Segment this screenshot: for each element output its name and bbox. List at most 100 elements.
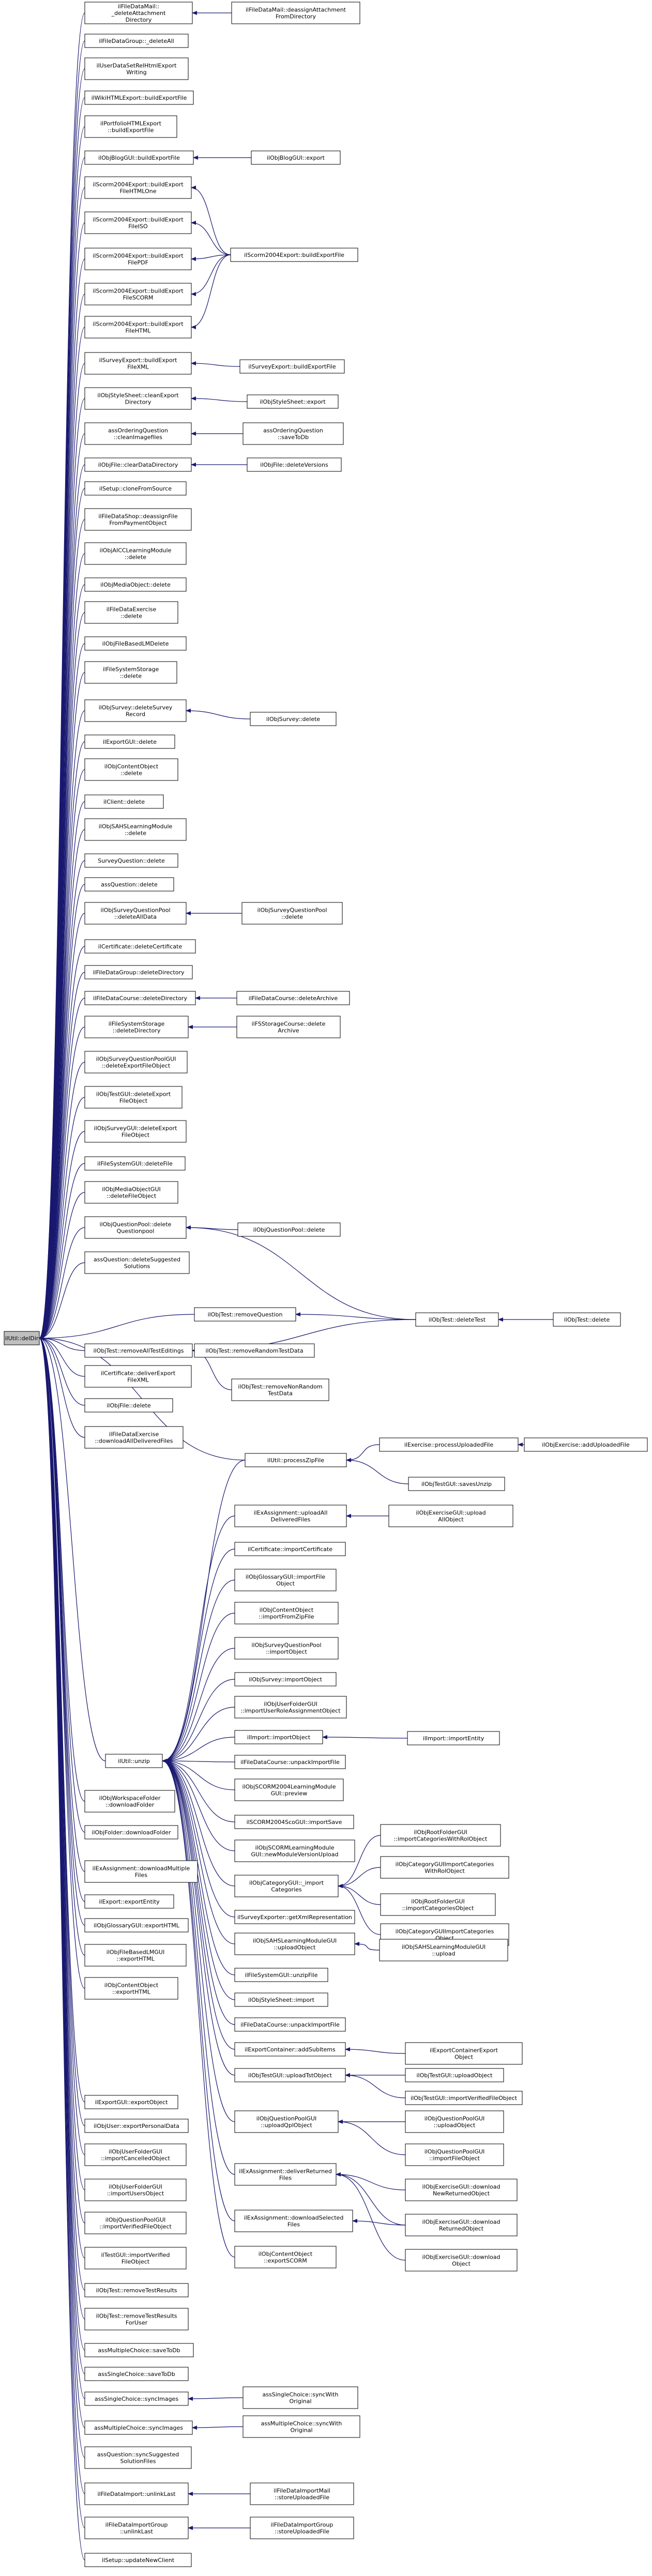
node-amc-sync[interactable]: assMultipleChoice::syncImages [84,2420,193,2435]
node-export-obj[interactable]: ilExportGUI::exportObject [84,2095,178,2109]
node-sq-del[interactable]: SurveyQuestion::delete [84,853,178,868]
node-fss-deldir[interactable]: ilFileSystemStorage::deleteDirectory [84,1016,189,1038]
node-amc-save[interactable]: assMultipleChoice::saveToDb [84,2343,194,2357]
node-test-deltest[interactable]: ilObjTest::deleteTest [415,1312,499,1327]
node-test-saves[interactable]: ilObjTestGUI::savesUnzip [408,1477,505,1491]
node-uf-cancel[interactable]: ilObjUserFolderGUI::importCancelledObjec… [84,2143,187,2166]
node-fss-del[interactable]: ilFileSystemStorage::delete [84,661,177,684]
node-uf-users[interactable]: ilObjUserFolderGUI::importUsersObject [84,2179,187,2201]
node-fdig-store[interactable]: ilFileDataImportGroup::storeUploadedFile [250,2517,354,2539]
node-file-clear[interactable]: ilObjFile::clearDataDirectory [84,457,192,472]
node-sahs-upload[interactable]: ilObjSAHSLearningModuleGUI::uploadObject [234,1933,355,1955]
node-fde-dl[interactable]: ilFileDataExercise::downloadAllDelivered… [84,1426,184,1449]
node-fdm-dad[interactable]: ilFileDataMail::deassignAttachmentFromDi… [231,2,360,24]
node-sahs-gui-upload[interactable]: ilObjSAHSLearningModuleGUI::upload [379,1939,508,1961]
node-sqp-del-data[interactable]: ilObjSurveyQuestionPool::deleteAllData [84,902,187,925]
node-portfolio[interactable]: ilPortfolioHTMLExport::buildExportFile [84,115,177,138]
node-sqpgui-del[interactable]: ilObjSurveyQuestionPoolGUI::deleteExport… [84,1051,188,1074]
node-ordering-clean[interactable]: assOrderingQuestion::cleanImagefiles [84,422,192,445]
node-sqpgui-import[interactable]: ilObjSurveyQuestionPool::importObject [234,1637,339,1660]
node-root-import[interactable]: ilObjRootFolderGUI::importCategoriesObje… [380,1893,496,1916]
node-blog-gui-bef[interactable]: ilObjBlogGUI::buildExportFile [84,150,194,165]
node-client-del[interactable]: ilClient::delete [84,794,164,809]
node-test-removeall[interactable]: ilObjTest::removeAllTestEditings [84,1343,193,1358]
node-qpgui-upload[interactable]: ilObjQuestionPoolGUI::uploadQplObject [234,2110,339,2133]
node-setup-client[interactable]: ilSetup::updateNewClient [84,2553,192,2567]
node-cat-import-w[interactable]: ilObjCategoryGUIImportCategoriesWithRolO… [380,1856,509,1879]
node-asc-sync[interactable]: assSingleChoice::syncImages [84,2391,189,2406]
node-scorm-upload[interactable]: ilObjSCORMLearningModuleGUI::newModuleVe… [234,1839,355,1862]
node-testgui-upload[interactable]: ilObjTestGUI::uploadTstObject [234,2068,346,2082]
node-util-unzip-main[interactable]: ilUtil::unzip [105,1754,163,1768]
node-fdi-unlink[interactable]: ilFileDataImport::unlinkLast [84,2482,189,2505]
node-fsgui-del[interactable]: ilFileSystemGUI::deleteFile [84,1156,186,1171]
node-fdc-unpack[interactable]: ilFileDataCourse::unpackImportFile [234,1755,346,1769]
node-export-entity[interactable]: ilExport::exportEntity [84,1894,174,1909]
node-test-del[interactable]: ilObjTest::delete [553,1312,621,1327]
node-exgui-newret[interactable]: ilObjExerciseGUI::downloadNewReturnedObj… [405,2179,518,2201]
node-s2004-save[interactable]: ilSCORM2004ScoGUI::importSave [234,1815,354,1829]
node-fdim-store[interactable]: ilFileDataImportMail::storeUploadedFile [250,2482,354,2505]
node-style-import[interactable]: ilObjStyleSheet::import [234,1992,328,2007]
node-fdg-da[interactable]: ilFileDataGroup::_deleteAll [84,34,189,48]
node-test-removeq[interactable]: ilObjTest::removeQuestion [194,1307,296,1322]
node-style-export[interactable]: ilObjStyleSheet::export [247,394,339,409]
node-test-removerand[interactable]: ilObjTest::removeRandomTestData [194,1343,315,1358]
node-hacp-del[interactable]: ilObjSAHSLearningModule::delete [84,818,187,841]
node-test-results[interactable]: ilObjTest::removeTestResults [84,2283,189,2297]
node-glo-import[interactable]: ilObjGlossaryGUI::importFileObject [234,1569,337,1591]
node-cogui-html[interactable]: ilObjContentObject::exportHTML [84,1977,178,2000]
node-fsc-delarch[interactable]: ilFSStorageCourse::deleteArchive [236,1016,341,1038]
node-mogui-del[interactable]: ilObjMediaObjectGUI::deleteFileObject [84,1181,178,1204]
node-testgui-del[interactable]: ilObjTestGUI::deleteExportFileObject [84,1086,183,1109]
node-cogui-scorm[interactable]: ilObjContentObject::exportSCORM [234,2246,337,2268]
node-survey-import[interactable]: ilObjSurvey::importObject [234,1672,337,1686]
node-qpgui-importfile[interactable]: ilObjQuestionPoolGUI::importFileObject [405,2143,504,2166]
node-uf-import[interactable]: ilObjUserFolderGUI::importUserRoleAssign… [234,1696,347,1719]
node-fdc-deldir[interactable]: ilFileDataCourse::deleteDirectory [84,991,196,1005]
node-ie-import[interactable]: ilImport::importObject [234,1730,323,1744]
node-sg-xml[interactable]: ilSurveyExporter::getXmlRepresentation [234,1910,355,1924]
node-cat-import[interactable]: ilObjCategoryGUI::_importCategories [234,1875,339,1897]
node-ec-add[interactable]: ilExportContainer::addSubItems [234,2042,346,2057]
node-asc-save[interactable]: assSingleChoice::saveToDb [84,2367,189,2381]
node-file-delver[interactable]: ilObjFile::deleteVersions [247,457,342,472]
node-folder-dl[interactable]: ilObjFolder::downloadFolder [84,1825,178,1839]
node-cert-del[interactable]: ilCertificate::deleteCertificate [84,939,196,954]
node-glo-html[interactable]: ilObjGlossaryGUI::exportHTML [84,1918,189,1933]
node-qpgui-uploadobj[interactable]: ilObjQuestionPoolGUI::uploadObject [405,2110,504,2133]
node-setup-clone[interactable]: ilSetup::cloneFromSource [84,481,187,496]
node-ex-proc[interactable]: ilExercise::processUploadedFile [379,1437,519,1452]
node-testgui-importverif[interactable]: ilObjTestGUI::importVerifiedFileObject [405,2091,523,2105]
node-testgui-verif[interactable]: ilTestGUI::importVerifiedFileObject [84,2247,187,2270]
node-s2004-html-one[interactable]: ilScorm2004Export::buildExportFileHTMLOn… [84,176,192,199]
node-qp-del[interactable]: ilObjQuestionPool::delete [237,1222,341,1237]
node-ie-entity[interactable]: ilImport::importEntity [407,1731,500,1745]
node-fdc-unpack2[interactable]: ilFileDataCourse::unpackImportFile [234,2017,346,2032]
node-survey-bef[interactable]: ilSurveyExport::buildExportFile [239,359,345,374]
node-mo-del[interactable]: ilObjMediaObject::delete [84,577,187,592]
node-export-gui-del[interactable]: ilExportGUI::delete [84,734,175,749]
node-fdig-unlink[interactable]: ilFileDataImportGroup::unlinkLast [84,2517,189,2539]
node-survey-del[interactable]: ilObjSurvey::delete [250,712,337,726]
